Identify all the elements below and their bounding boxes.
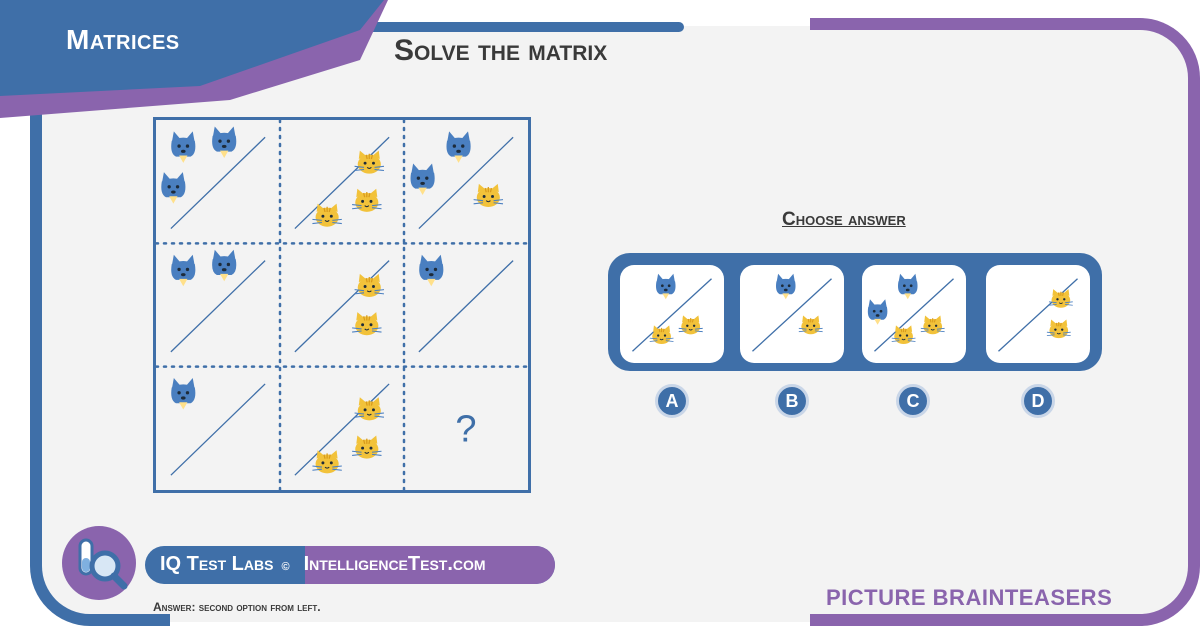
- dog-face-icon: [212, 126, 237, 158]
- cat-face-icon: [678, 315, 703, 335]
- frame-top-line: [300, 22, 684, 32]
- cat-face-icon: [1048, 289, 1073, 308]
- cat-face-icon: [473, 183, 504, 207]
- option-a-box[interactable]: [620, 265, 724, 363]
- diagonal-line: [874, 278, 954, 352]
- diagonal-line: [294, 383, 390, 476]
- cat-face-icon: [920, 315, 945, 335]
- logo-badge: [62, 526, 136, 600]
- category-banner: [0, 0, 388, 118]
- frame-right-border: [810, 18, 1200, 626]
- answer-options-bar: [608, 253, 1102, 371]
- copyright-mark: ©: [281, 561, 290, 573]
- diagonal-line: [418, 136, 514, 230]
- dog-face-icon: [410, 163, 435, 195]
- option-canvas: [632, 273, 712, 352]
- dog-face-icon: [171, 131, 196, 163]
- category-footer: PICTURE BRAINTEASERS: [826, 585, 1113, 610]
- cat-face-icon: [312, 450, 342, 474]
- choose-answer-label: Choose answer: [782, 209, 906, 230]
- diagonal-line: [170, 260, 266, 353]
- option-a-letter[interactable]: A: [655, 384, 689, 418]
- diagonal-line: [752, 278, 832, 352]
- dog-face-icon: [446, 131, 471, 163]
- diagonal-line: [998, 278, 1078, 352]
- diagonal-line: [170, 383, 266, 476]
- answer-note: Answer: second option from left.: [153, 600, 321, 614]
- diagonal-line: [294, 260, 390, 353]
- test-tube-magnifier-icon: [78, 538, 128, 590]
- dog-face-icon: [171, 254, 196, 287]
- option-c-letter[interactable]: C: [896, 384, 930, 418]
- diagonal-line: [294, 136, 390, 230]
- cat-face-icon: [354, 397, 385, 421]
- site-link[interactable]: IntelligenceTest.com: [303, 553, 486, 575]
- brand-name: IQ Test Labs: [160, 553, 274, 575]
- page-title: Solve the matrix: [394, 34, 608, 67]
- option-c-box[interactable]: [862, 265, 966, 363]
- dog-face-icon: [161, 172, 186, 204]
- matrix-grid: ?: [153, 117, 531, 493]
- cat-face-icon: [798, 315, 823, 335]
- option-canvas: [998, 278, 1078, 352]
- cat-face-icon: [891, 325, 916, 345]
- cat-face-icon: [352, 312, 382, 336]
- dog-face-icon: [212, 249, 237, 282]
- matrix-canvas: ?: [156, 120, 528, 490]
- dog-face-icon: [419, 254, 444, 287]
- diagonal-line: [418, 260, 514, 353]
- cat-face-icon: [354, 273, 385, 297]
- dog-face-icon: [867, 299, 888, 325]
- brand-line: IQ Test Labs © IntelligenceTest.com: [160, 553, 486, 576]
- dog-face-icon: [171, 378, 196, 410]
- dog-face-icon: [775, 273, 796, 300]
- option-b-box[interactable]: [740, 265, 844, 363]
- option-d-box[interactable]: [986, 265, 1090, 363]
- question-mark: ?: [455, 408, 476, 450]
- dog-face-icon: [897, 273, 918, 300]
- category-tag: Matrices: [66, 24, 180, 55]
- dog-face-icon: [655, 273, 676, 300]
- brand-pill: [145, 546, 555, 584]
- cat-face-icon: [354, 150, 385, 174]
- cat-face-icon: [649, 325, 674, 345]
- option-d-letter[interactable]: D: [1021, 384, 1055, 418]
- option-canvas: [867, 273, 954, 352]
- cat-face-icon: [1046, 319, 1071, 339]
- option-b-letter[interactable]: B: [775, 384, 809, 418]
- cat-face-icon: [312, 203, 342, 227]
- diagonal-line: [632, 278, 712, 352]
- cat-face-icon: [352, 188, 382, 212]
- cat-face-icon: [352, 435, 382, 459]
- diagonal-line: [170, 136, 266, 230]
- option-canvas: [752, 273, 832, 352]
